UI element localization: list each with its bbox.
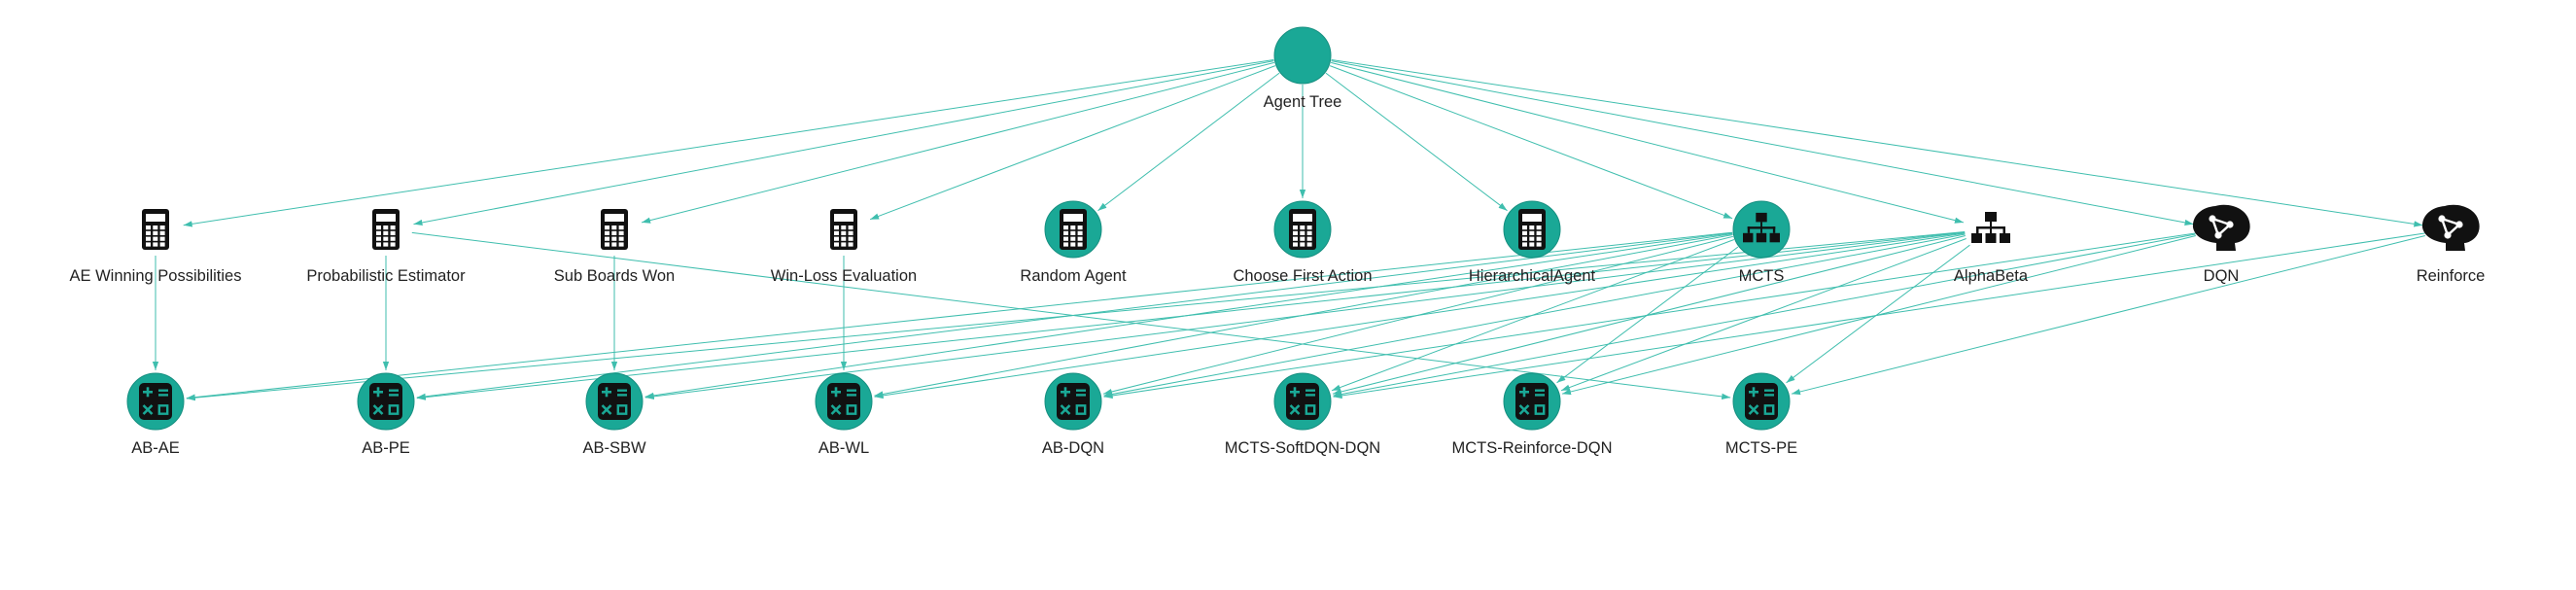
calculator-icon bbox=[142, 209, 169, 250]
edge-rein-to-msd bbox=[1333, 232, 2425, 399]
operations-circle-icon bbox=[1273, 372, 1332, 431]
node-label: AB-WL bbox=[818, 439, 869, 457]
operations-circle-icon bbox=[126, 372, 185, 431]
edge-mcts-to-msd bbox=[1331, 239, 1735, 392]
edge-mcts-to-abwl bbox=[874, 234, 1733, 398]
edge-mcts-to-abpe bbox=[416, 232, 1733, 400]
node-label: Win-Loss Evaluation bbox=[771, 267, 917, 285]
node-label: MCTS-SoftDQN-DQN bbox=[1225, 439, 1380, 457]
node-label: Random Agent bbox=[1020, 267, 1127, 285]
node-label: Choose First Action bbox=[1233, 267, 1372, 285]
node-label: AB-DQN bbox=[1042, 439, 1104, 457]
node-wl[interactable]: Win-Loss Evaluation bbox=[771, 209, 917, 285]
edge-layer bbox=[152, 59, 2425, 401]
operations-circle-icon bbox=[1503, 372, 1561, 431]
calculator-circle-icon bbox=[1044, 200, 1102, 259]
calculator-circle-icon bbox=[1503, 200, 1561, 259]
edge-root-to-pe bbox=[413, 60, 1274, 226]
calculator-icon bbox=[372, 209, 400, 250]
node-label: Sub Boards Won bbox=[554, 267, 675, 285]
edge-root-to-random bbox=[1097, 72, 1280, 212]
node-ab[interactable]: AlphaBeta bbox=[1954, 212, 2029, 285]
node-abae[interactable]: AB-AE bbox=[126, 372, 185, 457]
sitemap-circle-icon bbox=[1732, 200, 1791, 259]
node-mrd[interactable]: MCTS-Reinforce-DQN bbox=[1451, 372, 1613, 457]
operations-circle-icon bbox=[357, 372, 415, 431]
brain-icon bbox=[2192, 204, 2250, 251]
node-label: DQN bbox=[2204, 267, 2240, 285]
operations-circle-icon bbox=[585, 372, 644, 431]
node-sbw[interactable]: Sub Boards Won bbox=[554, 209, 675, 285]
node-label: AlphaBeta bbox=[1954, 267, 2029, 285]
node-label: HierarchicalAgent bbox=[1469, 267, 1596, 285]
node-dqn[interactable]: DQN bbox=[2192, 204, 2250, 285]
calculator-circle-icon bbox=[1273, 200, 1332, 259]
operations-circle-icon bbox=[1732, 372, 1791, 431]
sitemap-icon bbox=[1971, 212, 2010, 243]
node-abdqn[interactable]: AB-DQN bbox=[1042, 372, 1104, 457]
node-rein[interactable]: Reinforce bbox=[2417, 204, 2486, 285]
edge-root-to-rein bbox=[1331, 59, 2423, 227]
node-hier[interactable]: HierarchicalAgent bbox=[1469, 200, 1596, 285]
node-label: Reinforce bbox=[2417, 267, 2486, 285]
node-label: AB-AE bbox=[131, 439, 180, 457]
node-abpe[interactable]: AB-PE bbox=[357, 372, 415, 457]
edge-root-to-wl bbox=[869, 65, 1276, 221]
node-label: Agent Tree bbox=[1264, 93, 1342, 111]
root-circle-icon bbox=[1273, 26, 1332, 85]
node-label: AE Winning Possibilities bbox=[70, 267, 242, 285]
node-label: AB-SBW bbox=[582, 439, 646, 457]
edge-root-to-hier bbox=[1325, 72, 1508, 212]
node-absbw[interactable]: AB-SBW bbox=[582, 372, 646, 457]
edge-mcts-to-absbw bbox=[644, 233, 1733, 399]
edge-root-to-ab bbox=[1330, 61, 1965, 224]
node-layer: Agent Tree AE Winning Possibilities Probab… bbox=[70, 26, 2486, 457]
node-abwl[interactable]: AB-WL bbox=[815, 372, 873, 457]
node-pe[interactable]: Probabilistic Estimator bbox=[306, 209, 466, 285]
edge-root-to-dqn bbox=[1331, 60, 2194, 226]
edge-ab-to-mrd bbox=[1560, 238, 1967, 392]
edge-mcts-to-abdqn bbox=[1102, 235, 1734, 396]
edge-mcts-to-mrd bbox=[1556, 246, 1739, 384]
node-mcts[interactable]: MCTS bbox=[1732, 200, 1791, 285]
node-first[interactable]: Choose First Action bbox=[1233, 200, 1373, 285]
edge-ab-to-mpe bbox=[1786, 244, 1970, 384]
edge-root-to-mcts bbox=[1329, 65, 1733, 220]
node-mpe[interactable]: MCTS-PE bbox=[1725, 372, 1797, 457]
operations-circle-icon bbox=[1044, 372, 1102, 431]
calculator-icon bbox=[601, 209, 628, 250]
edge-dqn-to-abdqn bbox=[1103, 232, 2196, 399]
node-random[interactable]: Random Agent bbox=[1020, 200, 1127, 285]
edge-root-to-ae bbox=[183, 59, 1274, 227]
node-msd[interactable]: MCTS-SoftDQN-DQN bbox=[1225, 372, 1380, 457]
edge-mcts-to-abae bbox=[186, 231, 1733, 400]
edge-rein-to-mpe bbox=[1791, 235, 2425, 396]
operations-circle-icon bbox=[815, 372, 873, 431]
edge-root-to-sbw bbox=[641, 61, 1275, 224]
node-root[interactable]: Agent Tree bbox=[1264, 26, 1342, 111]
node-ae[interactable]: AE Winning Possibilities bbox=[70, 209, 242, 285]
node-label: MCTS-Reinforce-DQN bbox=[1451, 439, 1612, 457]
calculator-icon bbox=[830, 209, 857, 250]
node-label: Probabilistic Estimator bbox=[306, 267, 466, 285]
node-label: MCTS bbox=[1739, 267, 1785, 285]
edge-dqn-to-msd bbox=[1333, 233, 2196, 398]
node-label: AB-PE bbox=[362, 439, 410, 457]
node-label: MCTS-PE bbox=[1725, 439, 1797, 457]
brain-icon bbox=[2421, 204, 2480, 251]
